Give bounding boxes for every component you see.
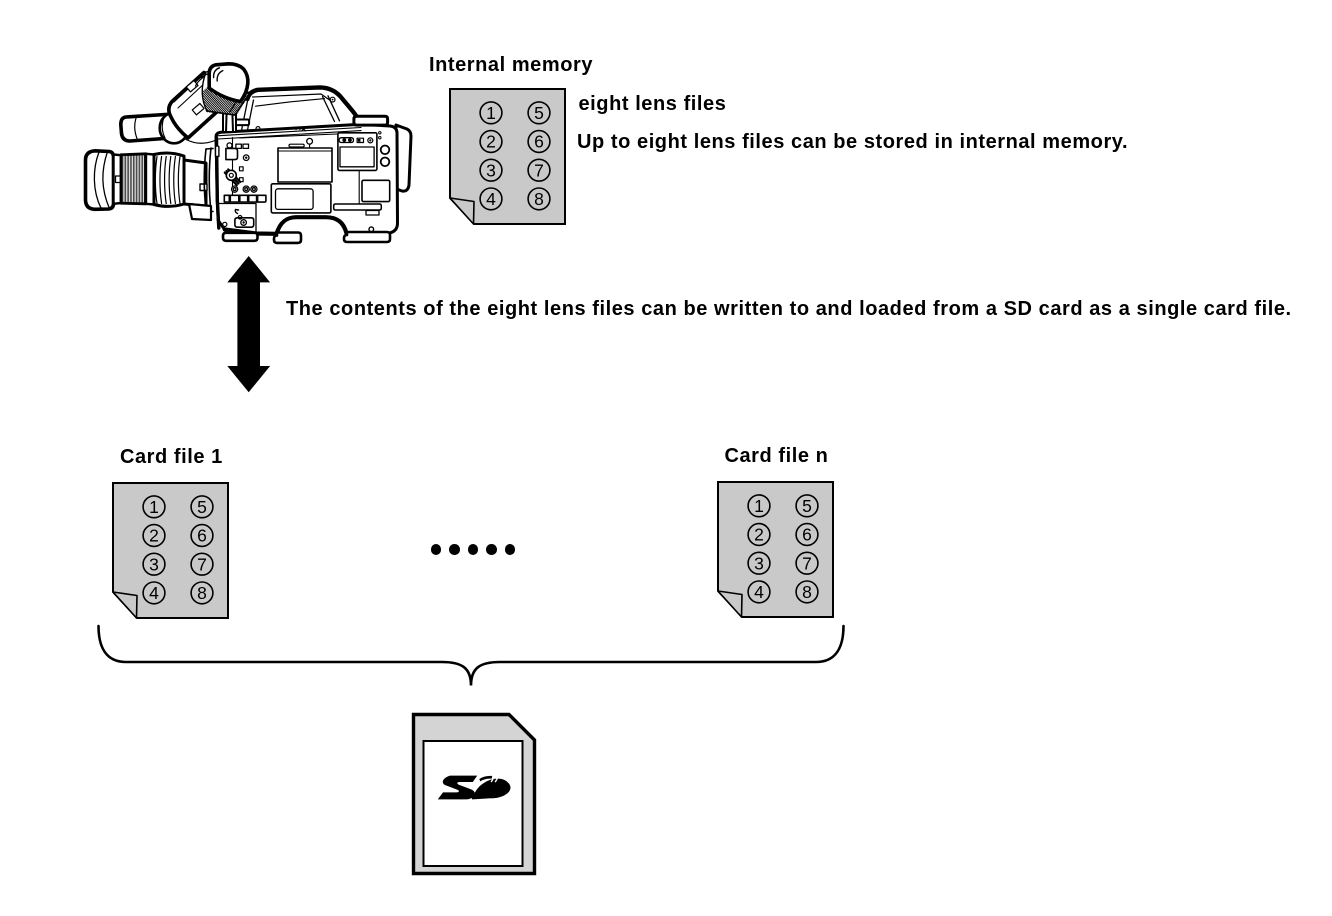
svg-text:8: 8 <box>534 189 544 209</box>
svg-text:4: 4 <box>486 189 496 209</box>
svg-text:6: 6 <box>197 525 207 545</box>
svg-text:2: 2 <box>486 131 496 151</box>
svg-text:5: 5 <box>197 496 207 516</box>
svg-text:8: 8 <box>802 582 812 602</box>
svg-text:1: 1 <box>754 496 764 516</box>
svg-text:7: 7 <box>197 554 207 574</box>
svg-text:3: 3 <box>486 160 496 180</box>
svg-text:1: 1 <box>486 102 496 122</box>
svg-text:2: 2 <box>754 525 764 545</box>
svg-text:8: 8 <box>197 583 207 603</box>
svg-text:4: 4 <box>149 583 159 603</box>
svg-text:6: 6 <box>534 131 544 151</box>
svg-text:7: 7 <box>802 554 812 574</box>
svg-text:5: 5 <box>534 102 544 122</box>
svg-text:3: 3 <box>754 554 764 574</box>
svg-text:2: 2 <box>149 525 159 545</box>
svg-text:3: 3 <box>149 554 159 574</box>
svg-text:4: 4 <box>754 582 764 602</box>
svg-text:5: 5 <box>802 496 812 516</box>
svg-text:6: 6 <box>802 525 812 545</box>
svg-text:1: 1 <box>149 496 159 516</box>
svg-text:7: 7 <box>534 160 544 180</box>
